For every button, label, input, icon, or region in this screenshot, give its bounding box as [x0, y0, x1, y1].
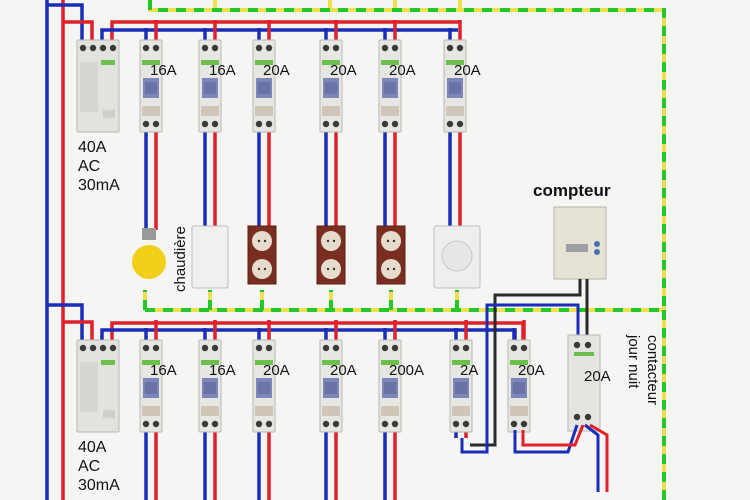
- top-breaker: [252, 39, 276, 133]
- top-breaker: [198, 39, 222, 133]
- contactor-wiring: [513, 423, 609, 492]
- bottom-busbar: [100, 321, 525, 342]
- dryer-icon: [433, 225, 481, 289]
- top-diff-sensitivity: 30mA: [78, 177, 120, 194]
- bottom-breaker-rating: 2A: [460, 362, 479, 379]
- contactor-device: [567, 334, 601, 432]
- top-busbar: [100, 20, 460, 42]
- earth-wiring: [143, 0, 666, 500]
- bottom-breaker: [378, 339, 402, 433]
- bottom-breaker: [319, 339, 343, 433]
- bottom-breaker: [139, 339, 163, 433]
- bottom-breaker-rating: 20A: [518, 362, 545, 379]
- socket-icon: [376, 225, 406, 285]
- bottom-breaker: [507, 339, 531, 433]
- top-breaker: [319, 39, 343, 133]
- bottom-breaker-rating: 16A: [209, 362, 236, 379]
- top-diff-rating: 40A: [78, 139, 107, 156]
- contactor-label-line2: jour nuit: [625, 335, 642, 389]
- top-breaker-rating: 20A: [263, 62, 290, 79]
- socket-icon: [316, 225, 346, 285]
- meter-label: compteur: [533, 181, 611, 200]
- bottom-breaker-rating: 200A: [389, 362, 425, 379]
- top-breaker: [139, 39, 163, 133]
- bottom-breaker-rating: 20A: [263, 362, 290, 379]
- boiler-label: chaudière: [172, 226, 189, 292]
- contactor-rating: 20A: [584, 368, 611, 385]
- lamp-icon: [132, 228, 166, 279]
- bottom-breaker: [252, 339, 276, 433]
- bottom-breaker-rating: 16A: [150, 362, 177, 379]
- bottom-breaker: [449, 339, 473, 433]
- meter-wiring: [460, 279, 589, 454]
- meter-icon: [553, 206, 607, 280]
- top-breaker-rating: 16A: [150, 62, 177, 79]
- top-breaker-rating: 20A: [389, 62, 416, 79]
- bottom-diff-sensitivity: 30mA: [78, 477, 120, 494]
- contactor-label-line1: contacteur: [644, 335, 661, 406]
- top-breaker: [443, 39, 467, 133]
- top-breaker: [378, 39, 402, 133]
- socket-icon: [247, 225, 277, 285]
- bottom-breaker: [198, 339, 222, 433]
- boiler-icon: [191, 225, 229, 289]
- top-differential-switch: [76, 39, 120, 133]
- top-breaker-rating: 20A: [454, 62, 481, 79]
- bottom-diff-rating: 40A: [78, 439, 107, 456]
- top-breaker-rating: 20A: [330, 62, 357, 79]
- top-breaker-rating: 16A: [209, 62, 236, 79]
- bottom-breaker-rating: 20A: [330, 362, 357, 379]
- bottom-diff-type: AC: [78, 458, 101, 475]
- main-feed-wires: [45, 0, 94, 500]
- bottom-differential-switch: [76, 339, 120, 433]
- top-diff-type: AC: [78, 158, 101, 175]
